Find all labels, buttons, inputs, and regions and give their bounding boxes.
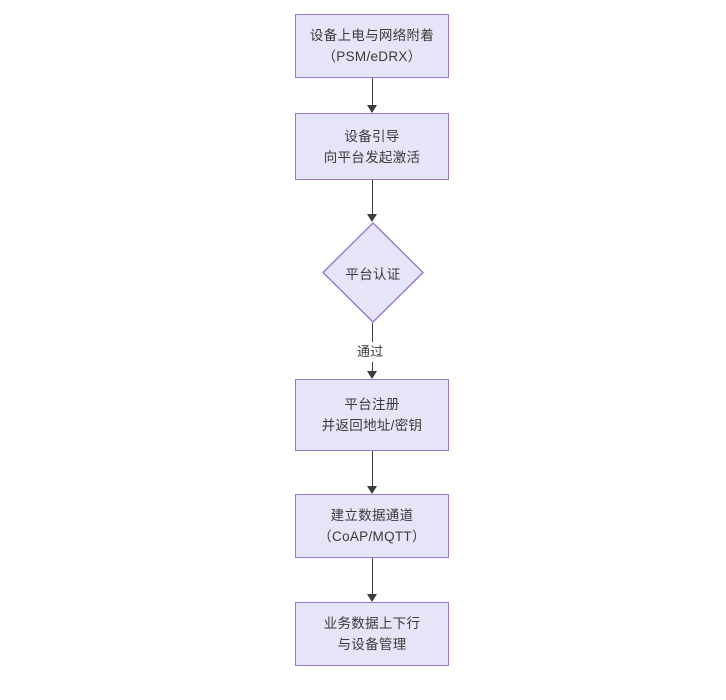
node-data-channel[interactable]: 建立数据通道 （CoAP/MQTT） [295,494,449,558]
connector-power-on-to-bootstrap [372,78,373,105]
node-power-on[interactable]: 设备上电与网络附着 （PSM/eDRX） [295,14,449,78]
node-platform-register-line-1: 平台注册 [344,397,400,412]
node-power-on-line-1: 设备上电与网络附着 [309,28,435,43]
arrowhead-business-data [367,594,377,602]
connector-platform-register-to-data-channel [372,451,373,486]
node-power-on-line-2: （PSM/eDRX） [322,49,422,64]
node-data-channel-line-2: （CoAP/MQTT） [318,529,426,544]
connector-data-channel-to-business-data [372,558,373,594]
node-platform-auth[interactable]: 平台认证 [322,222,424,323]
node-bootstrap[interactable]: 设备引导 向平台发起激活 [295,113,449,180]
node-bootstrap-line-2: 向平台发起激活 [323,149,421,165]
node-business-data-line-1: 业务数据上下行 [323,616,421,631]
node-business-data[interactable]: 业务数据上下行 与设备管理 [295,602,449,666]
arrowhead-data-channel [367,486,377,494]
arrowhead-bootstrap [367,105,377,113]
node-platform-register[interactable]: 平台注册 并返回地址/密钥 [295,379,449,451]
node-bootstrap-line-1: 设备引导 [344,128,400,144]
edge-label-pass: 通过 [354,342,387,362]
diamond-shape [322,222,424,323]
connector-bootstrap-to-platform-auth [372,180,373,214]
node-business-data-line-2: 与设备管理 [337,637,407,652]
arrowhead-platform-auth [367,214,377,222]
node-data-channel-line-1: 建立数据通道 [330,508,414,523]
arrowhead-platform-register [367,371,377,379]
node-platform-register-line-2: 并返回地址/密钥 [321,418,423,433]
